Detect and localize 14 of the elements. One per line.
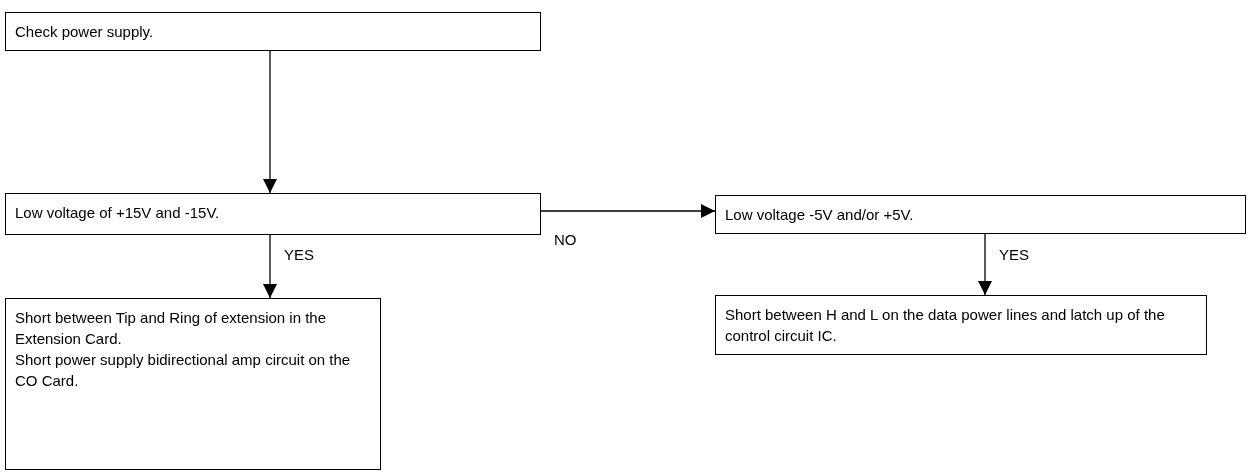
- box-text: Short between Tip and Ring of extension in the Extension Card.: [15, 308, 328, 349]
- box-text: Short between H and L on the data power lines and latch up of the control circuit IC.: [725, 305, 1166, 346]
- box-text: Short power supply bidirectional amp circuit on the CO Card.: [15, 350, 352, 391]
- arrow: [540, 204, 716, 218]
- process-box: [5, 193, 541, 235]
- process-box: [5, 298, 381, 470]
- box-text: Check power supply.: [15, 22, 155, 42]
- process-box: [5, 12, 541, 51]
- arrow: [263, 234, 277, 299]
- process-box: [715, 295, 1207, 355]
- process-box: [715, 195, 1246, 234]
- box-text: Low voltage of +15V and -15V.: [15, 203, 221, 223]
- arrow: [978, 233, 992, 296]
- box-text: Low voltage -5V and/or +5V.: [725, 205, 915, 225]
